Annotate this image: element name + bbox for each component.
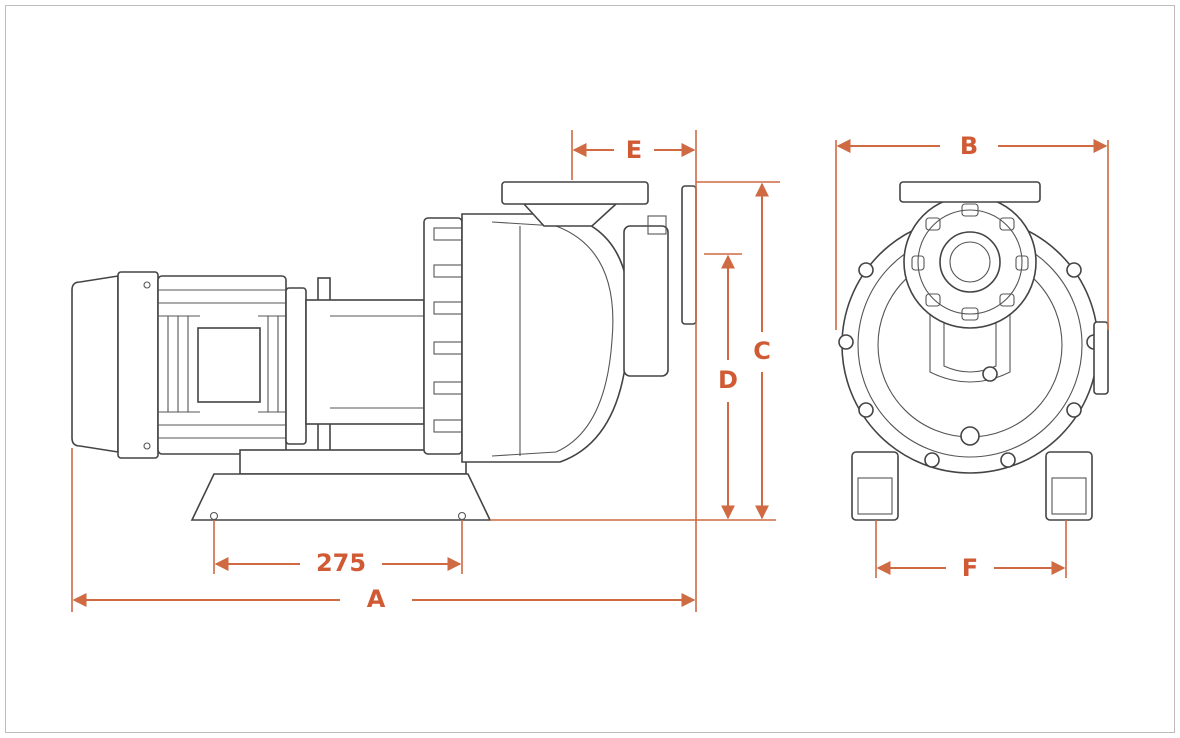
base-plate [190,473,492,521]
label-a: A [367,585,386,613]
dimension-lines [71,130,1109,612]
front-discharge-flange [899,181,1041,203]
side-view [71,181,697,521]
flange-bolt-slots [911,203,1029,321]
discharge-flange [501,181,649,205]
dimension-labels: A 275 E C D B F [316,132,978,613]
label-d: D [718,366,738,394]
label-275: 275 [316,549,366,577]
label-f: F [962,554,978,582]
label-c: C [753,337,771,365]
suction-spool [623,225,669,377]
bracket-housing [305,299,425,425]
label-b: B [960,132,978,160]
front-view [838,181,1109,521]
volute-bolts [838,262,1102,468]
pump-casing [461,213,631,463]
motor-terminal-box [197,327,261,403]
front-foot-left [851,451,899,521]
label-e: E [626,136,642,164]
motor-end-cap [71,275,119,453]
motor-cooling-fins [158,289,286,439]
motor-end-ring [117,271,159,459]
front-foot-right [1045,451,1093,521]
pump-rear-flange [423,217,463,455]
motor-flange [285,287,307,445]
suction-flange [681,185,697,325]
